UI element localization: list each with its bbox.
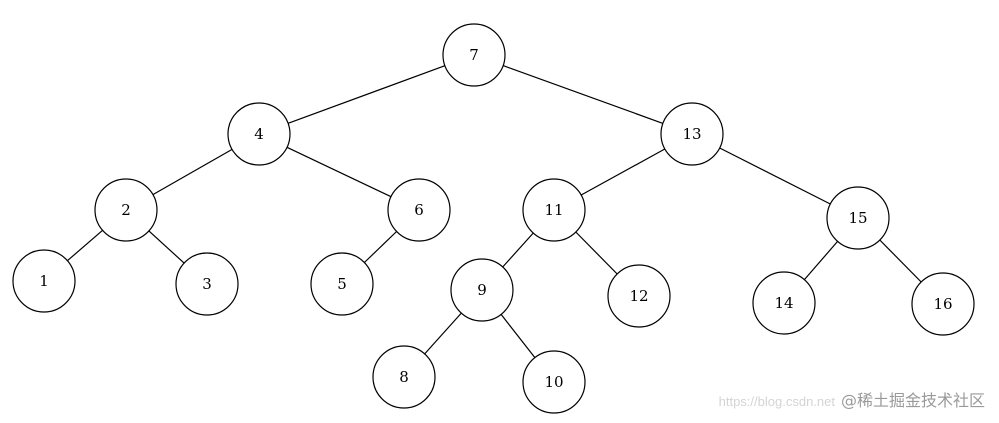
- node-circle: [607, 264, 671, 328]
- edge-n7-n13: [502, 65, 664, 124]
- node-circle: [522, 350, 586, 414]
- node-label: 6: [414, 201, 424, 219]
- node-circle: [522, 178, 586, 242]
- tree-node-7: 7: [442, 23, 506, 87]
- node-circle: [911, 272, 975, 336]
- edge-n13-n15: [719, 147, 831, 205]
- tree-node-3: 3: [175, 252, 239, 316]
- node-label: 16: [933, 295, 952, 313]
- node-label: 13: [682, 125, 701, 143]
- edge-n4-n6: [286, 146, 392, 198]
- edges-layer: [67, 65, 922, 358]
- edge-n2-n1: [67, 229, 103, 262]
- node-circle: [12, 249, 76, 313]
- node-label: 9: [477, 281, 487, 299]
- edge-n4-n2: [152, 148, 233, 196]
- tree-node-13: 13: [660, 102, 724, 166]
- node-label: 11: [544, 201, 563, 219]
- tree-node-12: 12: [607, 264, 671, 328]
- edge-n13-n11: [580, 148, 666, 196]
- tree-node-4: 4: [227, 102, 291, 166]
- edge-n11-n12: [575, 231, 618, 275]
- node-label: 4: [254, 125, 264, 143]
- edge-n2-n3: [148, 230, 185, 264]
- tree-node-5: 5: [310, 252, 374, 316]
- node-label: 14: [774, 294, 793, 312]
- node-circle: [387, 178, 451, 242]
- edge-n6-n5: [363, 231, 398, 263]
- node-label: 1: [39, 272, 49, 290]
- tree-node-15: 15: [826, 186, 890, 250]
- node-circle: [310, 252, 374, 316]
- node-circle: [660, 102, 724, 166]
- node-label: 3: [202, 275, 212, 293]
- edge-n9-n8: [424, 312, 462, 355]
- tree-node-11: 11: [522, 178, 586, 242]
- node-circle: [826, 186, 890, 250]
- node-label: 10: [544, 373, 563, 391]
- node-circle: [227, 102, 291, 166]
- node-circle: [752, 271, 816, 335]
- tree-node-2: 2: [94, 178, 158, 242]
- node-circle: [450, 258, 514, 322]
- node-label: 8: [399, 368, 409, 386]
- edge-n9-n10: [500, 314, 536, 358]
- edge-n11-n9: [502, 232, 534, 268]
- edge-n15-n14: [803, 241, 839, 280]
- watermark-url: https://blog.csdn.net: [718, 394, 835, 409]
- node-label: 7: [469, 46, 479, 64]
- node-label: 2: [121, 201, 131, 219]
- node-label: 5: [337, 275, 347, 293]
- node-label: 15: [848, 209, 867, 227]
- watermark: https://blog.csdn.net @稀土掘金技术社区: [719, 387, 985, 411]
- tree-node-16: 16: [911, 272, 975, 336]
- tree-node-6: 6: [387, 178, 451, 242]
- tree-node-10: 10: [522, 350, 586, 414]
- watermark-brand: @稀土掘金技术社区: [840, 391, 985, 410]
- node-circle: [442, 23, 506, 87]
- node-circle: [175, 252, 239, 316]
- node-label: 12: [629, 287, 648, 305]
- tree-node-8: 8: [372, 345, 436, 409]
- edge-n7-n4: [287, 65, 446, 124]
- node-circle: [372, 345, 436, 409]
- tree-node-9: 9: [450, 258, 514, 322]
- tree-node-14: 14: [752, 271, 816, 335]
- tree-node-1: 1: [12, 249, 76, 313]
- node-circle: [94, 178, 158, 242]
- edge-n15-n16: [879, 239, 922, 283]
